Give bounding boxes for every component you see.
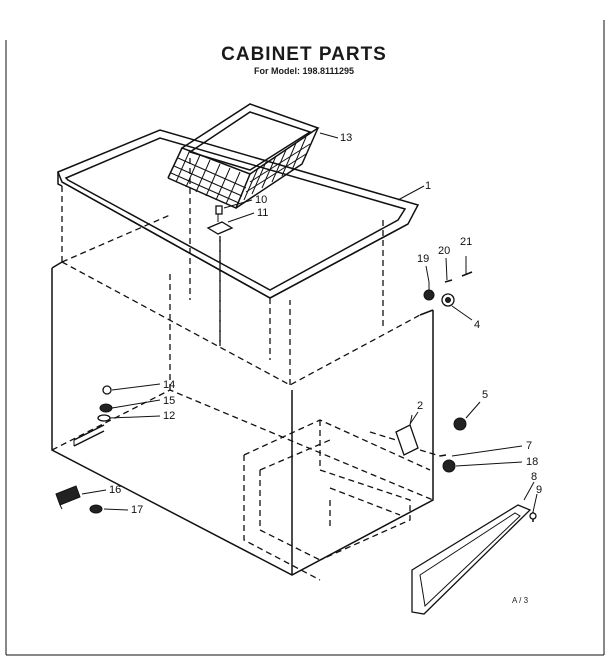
callout-9: 9 xyxy=(536,484,543,496)
hinge-hardware xyxy=(423,271,473,307)
callout-18: 18 xyxy=(526,456,539,468)
leader-lines xyxy=(81,132,538,513)
callout-11: 11 xyxy=(257,207,269,219)
page-title: CABINET PARTS xyxy=(221,44,387,65)
callout-7: 7 xyxy=(526,440,533,452)
callout-14: 14 xyxy=(163,379,176,391)
callout-8: 8 xyxy=(531,471,538,483)
basket-part-13 xyxy=(167,103,320,209)
callout-21: 21 xyxy=(460,236,473,248)
control-bracket-part-2 xyxy=(369,414,419,456)
cabinet-upper-dashed xyxy=(61,158,421,386)
callout-15: 15 xyxy=(163,395,176,407)
callout-20: 20 xyxy=(438,245,451,257)
callout-4: 4 xyxy=(474,319,481,331)
cabinet-body xyxy=(51,261,434,576)
callout-12: 12 xyxy=(163,410,176,422)
latch-hardware xyxy=(206,205,234,342)
callout-17: 17 xyxy=(131,504,144,516)
side-hardware xyxy=(419,417,467,473)
model-subtitle: For Model: 198.8111295 xyxy=(253,66,355,76)
lid-part-1 xyxy=(57,129,420,299)
page-code: A / 3 xyxy=(512,596,529,605)
page-border xyxy=(5,20,605,656)
access-panel-part-8 xyxy=(411,504,532,615)
callout-16: 16 xyxy=(109,484,122,496)
callout-19: 19 xyxy=(417,253,430,265)
plug-part-17 xyxy=(89,504,103,514)
callout-5: 5 xyxy=(482,389,489,401)
callout-2: 2 xyxy=(417,400,424,412)
compressor-compartment xyxy=(243,419,431,581)
callout-1: 1 xyxy=(425,180,432,192)
screw-part-9 xyxy=(529,512,537,522)
drain-hardware xyxy=(73,385,113,447)
callout-10: 10 xyxy=(255,194,268,206)
callout-13: 13 xyxy=(340,132,353,144)
bracket-part-16 xyxy=(55,485,81,510)
